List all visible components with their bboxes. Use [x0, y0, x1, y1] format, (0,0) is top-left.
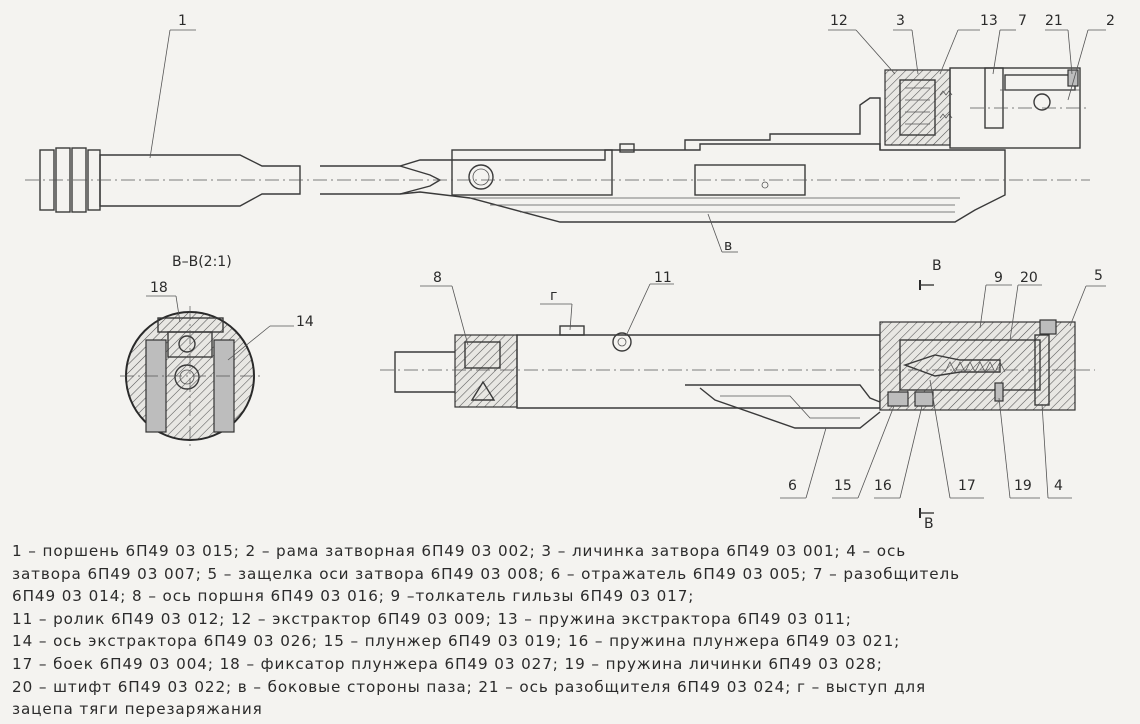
- callout-9: 9: [994, 270, 1003, 286]
- callout-21: 21: [1045, 13, 1063, 29]
- callout-1: 1: [178, 13, 187, 29]
- legend-line: зацепа тяги перезаряжания: [12, 700, 263, 719]
- callout-6: 6: [788, 478, 797, 494]
- roller-hole: [468, 164, 494, 190]
- callout-17: 17: [958, 478, 976, 494]
- section-label: B–B(2:1): [172, 254, 232, 270]
- legend-line: затвора 6П49 03 007; 5 – защелка оси зат…: [12, 564, 960, 583]
- callout-8: 8: [433, 270, 442, 286]
- bottom-section-view: [380, 280, 1095, 518]
- callout-13: 13: [980, 13, 998, 29]
- callout-12: 12: [830, 13, 848, 29]
- callout-20: 20: [1020, 270, 1038, 286]
- ejector: [699, 387, 881, 429]
- legend-line: 11 – ролик 6П49 03 012; 12 – экстрактор …: [12, 609, 852, 628]
- legend-line: 14 – ось экстрактора 6П49 03 026; 15 – п…: [12, 632, 901, 651]
- legend-line: 1 – поршень 6П49 03 015; 2 – рама затвор…: [12, 542, 907, 560]
- legend-line: 6П49 03 014; 8 – ось поршня 6П49 03 016;…: [12, 587, 695, 606]
- callout-18: 18: [150, 280, 168, 296]
- callout-g: г: [550, 288, 557, 304]
- top-callouts: 1 12 3 13 7 21 2 в: [149, 13, 1115, 254]
- bottom-callouts: 8 г 11 В 9 20 5 6 15 16 17 19 4 В: [420, 258, 1106, 530]
- callout-14: 14: [296, 314, 314, 330]
- callout-2: 2: [1106, 13, 1115, 29]
- section-view-b-b: [120, 306, 260, 446]
- bolt-head: [884, 69, 951, 146]
- callout-4: 4: [1054, 478, 1063, 494]
- carrier-body-section: [516, 334, 881, 409]
- callout-7: 7: [1018, 13, 1027, 29]
- section-mark-b-bottom: В: [924, 516, 934, 530]
- legend-line: 17 – боек 6П49 03 004; 18 – фиксатор плу…: [12, 654, 883, 673]
- piston-rod: [320, 143, 1006, 223]
- piston-body: [99, 154, 301, 207]
- callout-16: 16: [874, 478, 892, 494]
- bolt-section: [879, 321, 1076, 411]
- callout-11: 11: [654, 270, 672, 286]
- callout-5: 5: [1094, 268, 1103, 284]
- parts-legend: 1 – поршень 6П49 03 015; 2 – рама затвор…: [12, 540, 1130, 721]
- top-assembly-view: [25, 67, 1090, 223]
- bolt-carrier-drawing: 1 12 3 13 7 21 2 в B–B(2:1) 18 14: [25, 13, 1115, 530]
- callout-15: 15: [834, 478, 852, 494]
- callout-19: 19: [1014, 478, 1032, 494]
- callout-v-top: в: [724, 238, 732, 254]
- legend-line: 20 – штифт 6П49 03 022; в – боковые стор…: [12, 677, 927, 696]
- callout-3: 3: [896, 13, 905, 29]
- section-callouts: 18 14: [146, 280, 314, 361]
- section-mark-b-top: В: [932, 258, 942, 274]
